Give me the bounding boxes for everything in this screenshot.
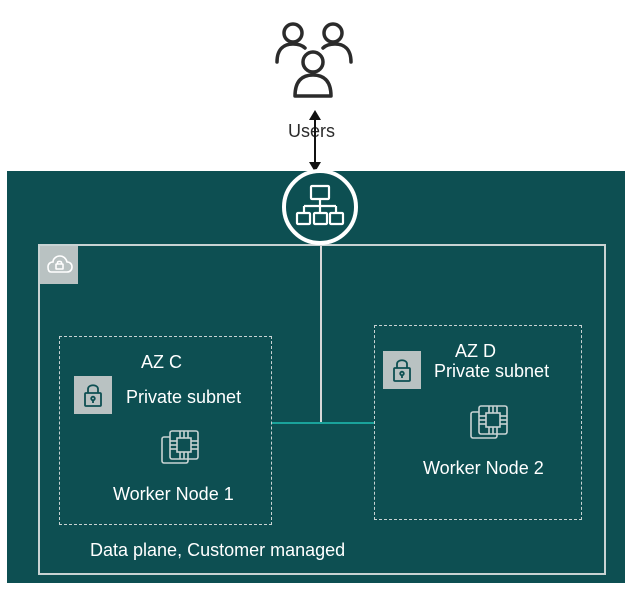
az-connector	[272, 422, 374, 424]
az-c-title: AZ C	[141, 352, 183, 372]
users-arrow	[305, 110, 325, 172]
worker-node-1-label: Worker Node 1	[113, 484, 234, 504]
users-icon	[273, 18, 355, 102]
worker-node-2-label: Worker Node 2	[423, 458, 544, 478]
cloud-lock-icon	[40, 246, 78, 284]
users-label: Users	[288, 121, 336, 141]
az-d-subnet-label: Private subnet	[434, 361, 550, 381]
az-d-box	[374, 325, 582, 520]
compute-chip-icon	[158, 427, 202, 471]
lock-icon	[383, 351, 421, 389]
compute-chip-icon	[467, 402, 511, 446]
data-plane-caption: Data plane, Customer managed	[90, 540, 346, 560]
az-c-box	[59, 336, 272, 525]
vpc-box	[38, 244, 606, 575]
az-c-subnet-label: Private subnet	[126, 387, 242, 407]
az-d-title: AZ D	[455, 341, 497, 361]
load-balancer-icon	[270, 168, 370, 246]
lb-connector	[320, 246, 322, 424]
lock-icon	[74, 376, 112, 414]
